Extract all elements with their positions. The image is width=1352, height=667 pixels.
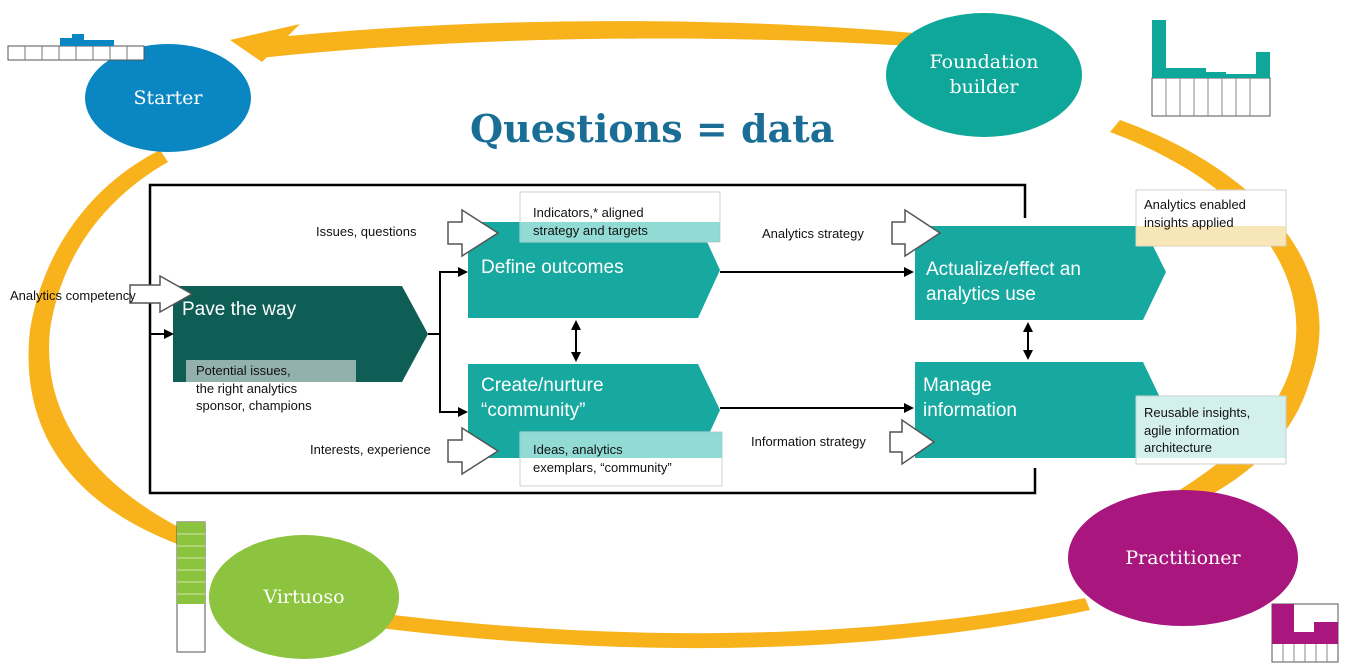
- issues-questions-input: Issues, questions: [316, 224, 417, 239]
- define-output-note: Indicators,* aligned strategy and target…: [533, 205, 648, 238]
- ring-top-left-tip: [230, 24, 300, 62]
- flow-connectors: [150, 267, 1033, 417]
- competency-input-arrow: [129, 274, 194, 314]
- manage-output-note: Reusable insights, agile information arc…: [1144, 405, 1251, 456]
- ring-bottom-arc: [380, 598, 1090, 649]
- pave-chevron-shape: [173, 286, 428, 382]
- interests-input-arrow: [447, 426, 500, 476]
- manage-information-step: Manage information: [923, 375, 1017, 421]
- create-community-step: Create/nurture “community”: [481, 375, 604, 421]
- define-chevron-shape: [468, 222, 720, 318]
- process-frame: [148, 183, 1037, 495]
- analytics-competency-input: Analytics competency: [10, 288, 136, 303]
- pave-the-way-step: Pave the way: [182, 299, 297, 320]
- diagram-title: Questions = data: [470, 106, 835, 151]
- issues-input-arrow: [447, 208, 500, 258]
- virtuoso-ellipse: [209, 535, 399, 659]
- actualize-step: Actualize/effect an analytics use: [926, 259, 1081, 305]
- virtuoso-mini-chart-icon: [176, 521, 206, 653]
- analytics-strategy-input: Analytics strategy: [762, 226, 864, 241]
- pave-branch-down: [439, 334, 468, 417]
- interests-experience-input: Interests, experience: [310, 442, 431, 457]
- foundation-ellipse: [886, 13, 1082, 137]
- manage-output-box: [1135, 395, 1287, 465]
- foundation-builder-label: Foundation builder: [929, 51, 1039, 98]
- practitioner-label: Practitioner: [1125, 546, 1241, 569]
- starter-mini-chart-icon: [7, 34, 145, 61]
- define-outcomes-step: Define outcomes: [481, 257, 624, 278]
- pave-branch: [428, 267, 468, 335]
- virtuoso-label: Virtuoso: [263, 585, 345, 608]
- practitioner-mini-chart-icon: [1271, 603, 1339, 663]
- information-strategy-input-arrow: [889, 418, 936, 466]
- practitioner-ellipse: [1068, 490, 1298, 626]
- foundation-mini-chart-icon: [1151, 20, 1271, 117]
- actualize-output-note: Analytics enabled insights applied: [1144, 197, 1246, 230]
- starter-ellipse: [85, 44, 251, 152]
- information-strategy-input: Information strategy: [751, 434, 866, 449]
- create-output-note: Ideas, analytics exemplars, “community”: [533, 442, 672, 475]
- actualize-chevron-shape: [915, 226, 1166, 320]
- analytics-strategy-input-arrow: [891, 208, 942, 258]
- manage-chevron-shape: [915, 362, 1166, 458]
- ring-left-arc: [28, 150, 188, 545]
- pave-output-note: Potential issues, the right analytics sp…: [196, 363, 312, 414]
- ring-top-arc: [250, 21, 985, 58]
- starter-label: Starter: [133, 86, 203, 109]
